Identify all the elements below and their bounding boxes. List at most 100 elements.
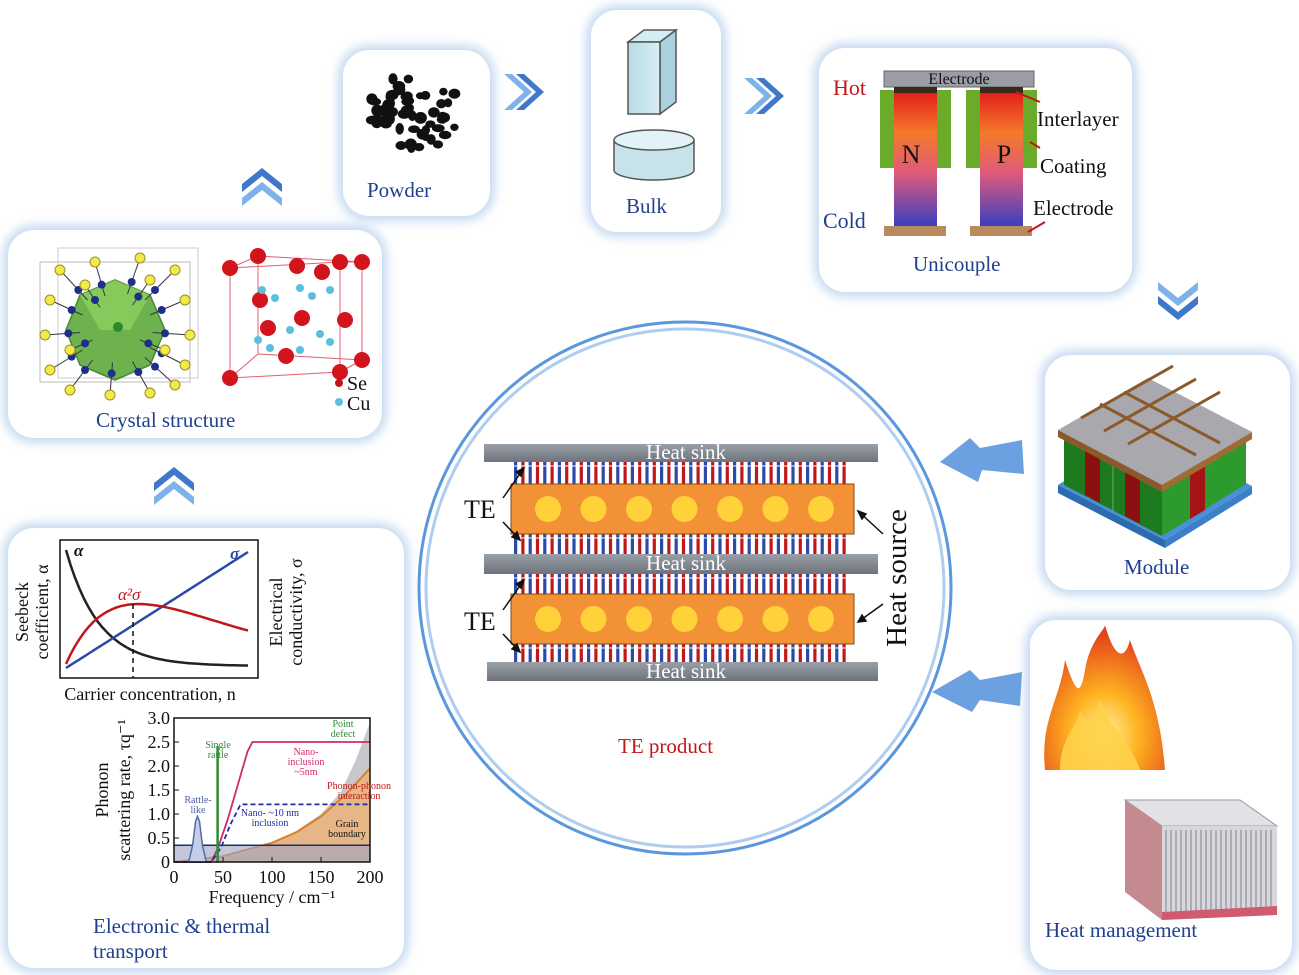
chalcogen-atom: [144, 274, 156, 286]
te-leg: [572, 574, 576, 594]
te-leg: [733, 534, 737, 554]
metal-atom: [127, 278, 136, 286]
te-leg: [652, 534, 656, 554]
cu-atom: [296, 284, 304, 292]
se-atom: [278, 348, 294, 364]
te-leg: [725, 574, 729, 594]
metal-atom: [107, 369, 116, 378]
crystal-structure-caption: Crystal structure: [96, 408, 236, 432]
carrier-concentration-chart: [59, 539, 259, 679]
te-leg: [587, 644, 591, 662]
te-leg: [660, 574, 664, 594]
te-leg: [689, 644, 693, 662]
powder-particle: [365, 115, 379, 125]
te-leg: [535, 534, 540, 554]
p-type-leg-label: P: [997, 140, 1011, 169]
unicouple-caption: Unicouple: [913, 252, 1001, 276]
cold-label: Cold: [823, 208, 866, 233]
te-leg: [630, 644, 634, 662]
powder-particle: [431, 124, 445, 133]
te-leg: [725, 462, 729, 484]
te-leg: [798, 574, 802, 594]
te-leg: [528, 462, 532, 484]
te-leg: [528, 534, 532, 554]
te-leg: [842, 644, 846, 662]
chart1-ylabel-right-1: Electrical: [266, 578, 286, 647]
x-tick-label: 50: [214, 867, 232, 887]
te-leg: [608, 534, 613, 554]
sigma-series-label: σ: [230, 544, 240, 563]
te-leg: [842, 462, 846, 484]
chart2-ylabel-1: Phonon: [92, 762, 112, 817]
bulk-caption: Bulk: [626, 194, 667, 218]
te-product-caption: TE product: [618, 734, 714, 758]
cu-atom: [326, 286, 334, 294]
te-leg: [587, 462, 591, 484]
te-leg: [557, 534, 561, 554]
te-leg: [703, 534, 707, 554]
metal-atom: [81, 339, 89, 348]
heat-sink-plate-top: [484, 444, 878, 462]
te-leg: [660, 534, 664, 554]
te-grain: [626, 606, 652, 632]
te-grain: [717, 496, 743, 522]
te-leg: [572, 462, 576, 484]
te-leg: [696, 462, 700, 484]
se-atom: [222, 370, 238, 386]
se-legend-dot: [335, 379, 343, 387]
powder-particle: [416, 113, 425, 121]
powder-particle: [403, 74, 414, 84]
y-tick-label: 1.5: [148, 780, 171, 800]
powder-particle: [393, 84, 406, 96]
cu-atom: [308, 292, 316, 300]
powder-particle: [421, 125, 430, 136]
module-illustration: [1058, 364, 1252, 548]
te-leg: [762, 574, 766, 594]
te-leg: [747, 534, 751, 554]
te-leg: [601, 574, 605, 594]
te-grain: [717, 606, 743, 632]
te-leg: [718, 462, 722, 484]
te-leg: [718, 644, 722, 662]
rattle-like-peak: [187, 814, 208, 863]
te-leg: [806, 534, 810, 554]
te-label-bottom: TE: [464, 607, 496, 636]
te-leg: [827, 534, 832, 554]
te-leg: [681, 574, 686, 594]
powder-particle: [436, 99, 447, 109]
chart1-frame: [59, 539, 259, 679]
metal-atom: [91, 296, 99, 304]
chalcogen-atom: [184, 329, 196, 341]
cu-legend-label: Cu: [347, 393, 370, 415]
chart2-ylabel-2: scattering rate, τq⁻¹: [114, 719, 134, 861]
te-leg: [733, 644, 737, 662]
te-grain: [535, 606, 561, 632]
te-leg: [514, 534, 518, 554]
y-tick-label: 2.5: [148, 732, 171, 752]
te-leg: [791, 462, 795, 484]
te-leg: [623, 462, 627, 484]
te-leg: [601, 462, 605, 484]
te-leg: [740, 644, 744, 662]
powder-card: [343, 50, 490, 216]
te-leg: [711, 534, 715, 554]
y-tick-label: 0.5: [148, 828, 171, 848]
te-leg: [769, 534, 773, 554]
metal-atom: [157, 306, 166, 314]
te-grain: [580, 606, 607, 632]
te-leg: [572, 534, 576, 554]
te-leg: [835, 644, 839, 662]
te-leg: [667, 574, 671, 594]
te-leg: [645, 644, 649, 662]
te-leg: [681, 644, 686, 662]
te-leg: [784, 644, 788, 662]
metal-atom: [64, 329, 73, 338]
te-leg: [827, 644, 832, 662]
te-leg: [652, 574, 656, 594]
te-leg: [587, 574, 591, 594]
te-leg: [703, 644, 707, 662]
phonon-phonon-area: [174, 768, 370, 862]
te-leg: [776, 574, 780, 594]
chart1-ylabel-right-2: conductivity, σ: [286, 558, 306, 666]
